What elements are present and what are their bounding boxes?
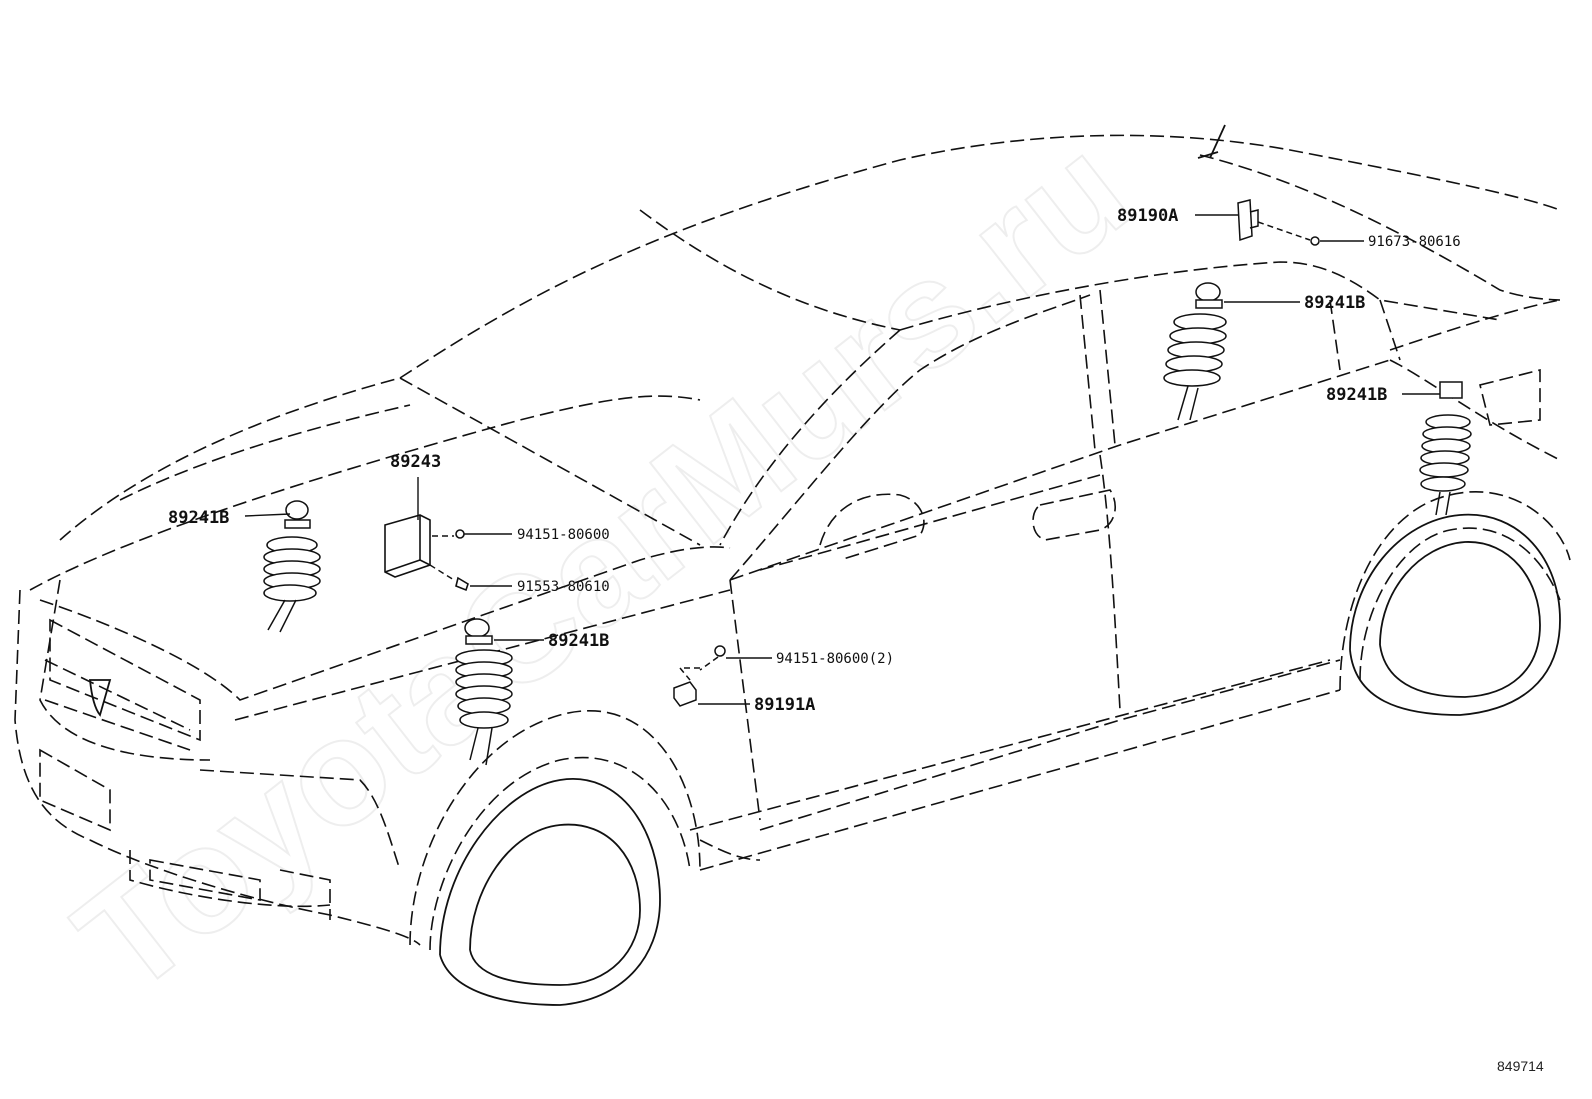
label-screw-module: 91553-80610 <box>517 579 610 595</box>
label-nut-module: 94151-80600 <box>517 527 610 543</box>
screw-icon <box>455 576 469 592</box>
shock-absorber-front-right <box>455 618 513 766</box>
screw-icon <box>1310 236 1320 246</box>
acceleration-sensor-icon <box>1439 381 1463 399</box>
nut-icon <box>714 645 726 657</box>
label-sensor-front-left: 89241B <box>168 508 229 528</box>
car-detail-lines <box>89 124 1561 1006</box>
label-sensor-rear-right: 89241B <box>1326 385 1387 405</box>
acceleration-sensor-icon <box>285 500 309 520</box>
label-control-module: 89243 <box>390 452 441 472</box>
nut-icon <box>455 529 465 539</box>
leader-lines <box>244 214 1440 705</box>
height-control-sensor-icon <box>673 681 697 707</box>
acceleration-sensor-icon <box>1195 282 1221 302</box>
diagram-id: 849714 <box>1497 1058 1544 1074</box>
roof-sensor <box>1237 199 1320 246</box>
acceleration-sensor-icon <box>464 618 490 638</box>
height-control-sensor <box>673 645 726 707</box>
label-sensor-roof: 89190A <box>1117 206 1178 226</box>
label-sensor-height-front: 89191A <box>754 695 815 715</box>
shock-absorber-rear-left <box>1163 282 1227 421</box>
part-labels: 89241B 89243 94151-80600 91553-80610 892… <box>168 206 1461 715</box>
label-sensor-front-right: 89241B <box>548 631 609 651</box>
shock-absorber-front-left <box>263 500 321 633</box>
electronic-control-module-icon <box>384 514 431 578</box>
control-module <box>384 514 469 592</box>
shock-absorber-rear-right <box>1419 381 1472 516</box>
car-body-outline <box>14 134 1571 951</box>
roof-sensor-icon <box>1237 199 1253 242</box>
label-screw-roof: 91673-80616 <box>1368 234 1461 250</box>
label-sensor-rear-left: 89241B <box>1304 293 1365 313</box>
label-nut-bracket: 94151-80600(2) <box>776 651 894 667</box>
